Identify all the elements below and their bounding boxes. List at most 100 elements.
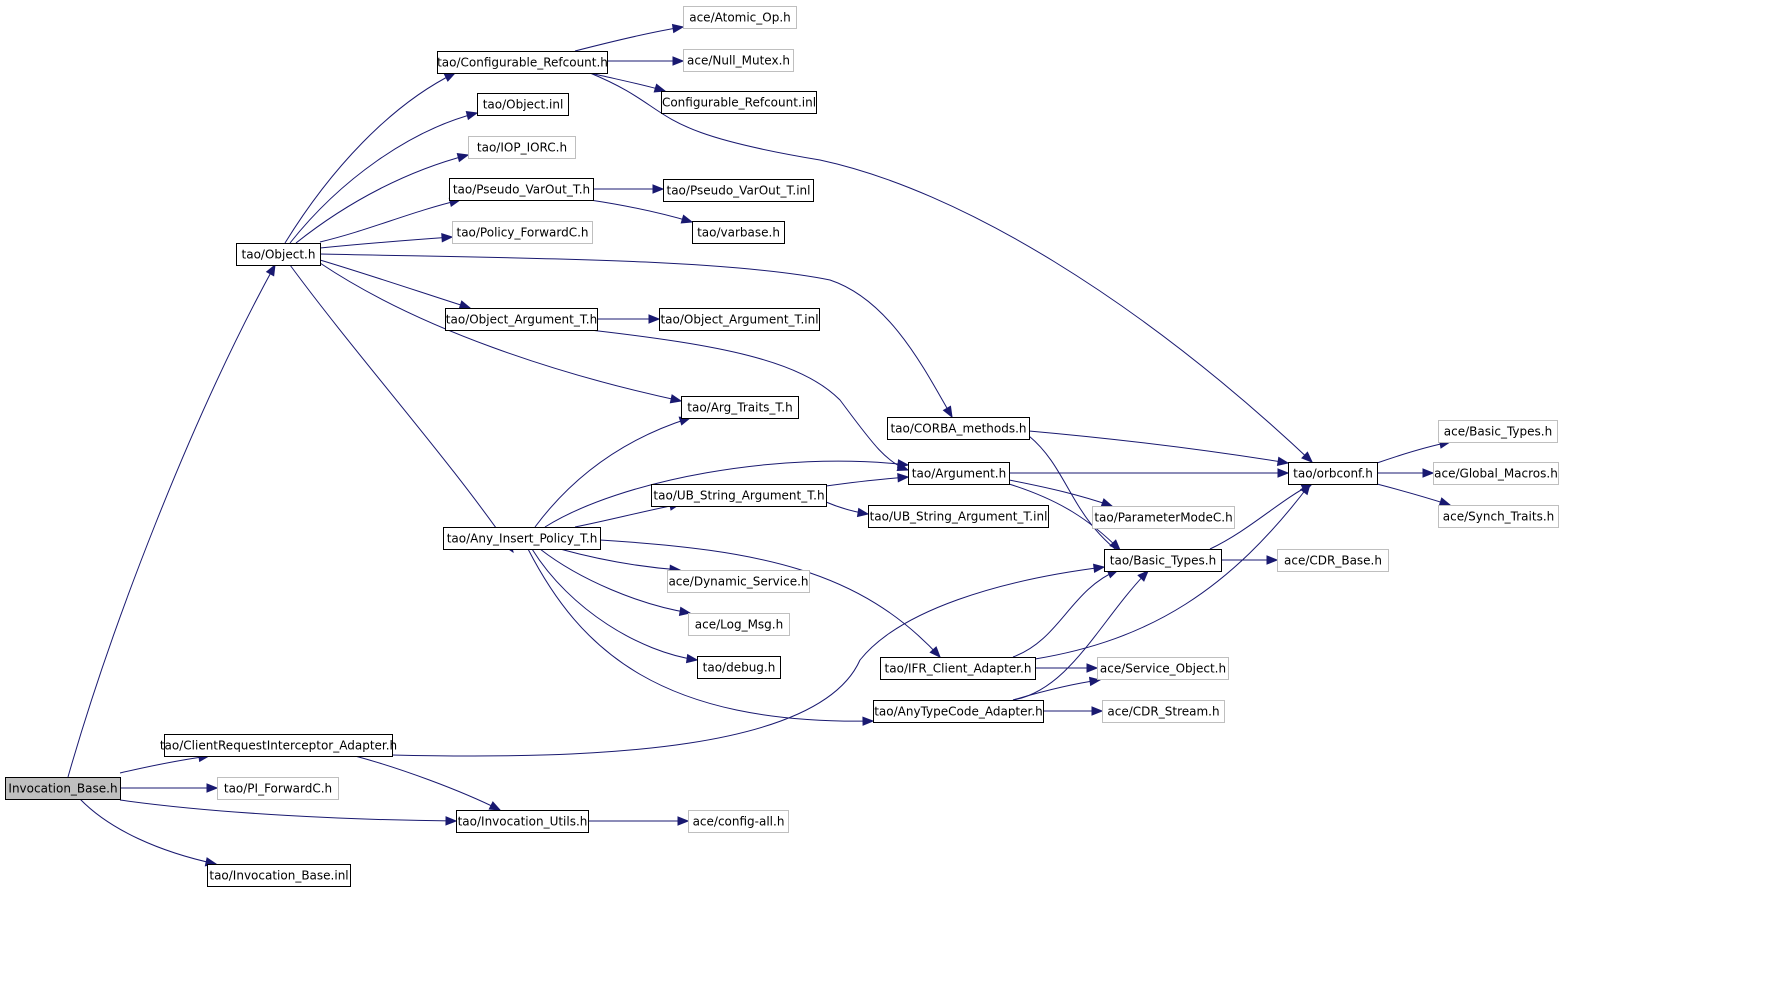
node-configurable_refcount_inl[interactable]: Configurable_Refcount.inl bbox=[661, 91, 817, 114]
node-object_inl[interactable]: tao/Object.inl bbox=[477, 93, 569, 116]
node-debug_h[interactable]: tao/debug.h bbox=[697, 656, 781, 679]
node-anytypecode_adapter_h[interactable]: tao/AnyTypeCode_Adapter.h bbox=[873, 700, 1044, 723]
edge-any_insert_policy_t_h-to-arg_traits_t_h bbox=[534, 416, 692, 528]
node-box[interactable] bbox=[443, 527, 601, 550]
arrow-head bbox=[265, 263, 276, 277]
node-box[interactable] bbox=[659, 308, 820, 331]
node-cdr_stream_h[interactable]: ace/CDR_Stream.h bbox=[1102, 700, 1225, 723]
node-box[interactable] bbox=[697, 656, 781, 679]
node-box[interactable] bbox=[164, 734, 393, 757]
node-box[interactable] bbox=[1288, 462, 1378, 485]
node-varbase_h[interactable]: tao/varbase.h bbox=[692, 221, 785, 244]
node-box[interactable] bbox=[477, 93, 569, 116]
node-argument_h[interactable]: tao/Argument.h bbox=[908, 462, 1010, 485]
edge-line bbox=[534, 417, 691, 528]
node-ifr_client_adapter_h[interactable]: tao/IFR_Client_Adapter.h bbox=[880, 657, 1036, 680]
edge-line bbox=[1012, 570, 1149, 701]
node-box[interactable] bbox=[468, 136, 576, 159]
edge-anytypecode_adapter_h-to-service_object_h bbox=[1012, 676, 1102, 701]
node-box[interactable] bbox=[1097, 657, 1229, 680]
edge-line bbox=[589, 329, 909, 471]
node-policy_forwardc_h[interactable]: tao/Policy_ForwardC.h bbox=[452, 221, 593, 244]
node-box[interactable] bbox=[868, 505, 1049, 528]
node-configurable_refcount_h[interactable]: tao/Configurable_Refcount.h bbox=[437, 51, 608, 74]
node-box[interactable] bbox=[1092, 506, 1235, 529]
node-box[interactable] bbox=[667, 570, 810, 593]
node-box[interactable] bbox=[1438, 505, 1559, 528]
node-any_insert_policy_t_h[interactable]: tao/Any_Insert_Policy_T.h bbox=[443, 527, 601, 550]
arrow-head bbox=[1266, 555, 1279, 565]
node-iop_iorc_h[interactable]: tao/IOP_IORC.h bbox=[468, 136, 576, 159]
node-label: tao/Basic_Types.h bbox=[1110, 554, 1216, 568]
node-pseudo_varout_t_h[interactable]: tao/Pseudo_VarOut_T.h bbox=[449, 178, 594, 201]
node-atomic_op_h[interactable]: ace/Atomic_Op.h bbox=[683, 6, 797, 29]
node-corba_methods_h[interactable]: tao/CORBA_methods.h bbox=[887, 417, 1030, 440]
node-synch_traits_h[interactable]: ace/Synch_Traits.h bbox=[1438, 505, 1559, 528]
node-log_msg_h[interactable]: ace/Log_Msg.h bbox=[688, 613, 790, 636]
edge-object_h-to-object_inl bbox=[289, 110, 479, 244]
node-box[interactable] bbox=[452, 221, 593, 244]
node-global_macros_h[interactable]: ace/Global_Macros.h bbox=[1433, 462, 1559, 485]
node-box[interactable] bbox=[908, 462, 1010, 485]
edge-configurable_refcount_h-to-configurable_refcount_inl bbox=[589, 72, 667, 93]
node-cdr_base_h[interactable]: ace/CDR_Base.h bbox=[1277, 549, 1389, 572]
node-config_all_h[interactable]: ace/config-all.h bbox=[688, 810, 789, 833]
node-parametermodec_h[interactable]: tao/ParameterModeC.h bbox=[1092, 506, 1235, 529]
node-box[interactable] bbox=[5, 777, 121, 800]
node-box[interactable] bbox=[683, 49, 794, 72]
node-pi_forwardc_h[interactable]: tao/PI_ForwardC.h bbox=[217, 777, 339, 800]
arrow-head bbox=[488, 801, 502, 811]
node-box[interactable] bbox=[1433, 462, 1559, 485]
node-box[interactable] bbox=[688, 613, 790, 636]
node-box[interactable] bbox=[873, 700, 1044, 723]
edge-line bbox=[319, 262, 682, 402]
edge-line bbox=[559, 548, 681, 571]
edge-line bbox=[1034, 483, 1311, 660]
edge-line bbox=[1376, 483, 1451, 506]
node-box[interactable] bbox=[683, 6, 797, 29]
node-box[interactable] bbox=[1438, 420, 1558, 443]
node-label: tao/ClientRequestInterceptor_Adapter.h bbox=[160, 739, 397, 753]
node-box[interactable] bbox=[456, 810, 589, 833]
node-label: tao/UB_String_Argument_T.inl bbox=[870, 510, 1048, 524]
node-object_argument_t_h[interactable]: tao/Object_Argument_T.h bbox=[445, 308, 598, 331]
node-tao_basic_types_h[interactable]: tao/Basic_Types.h bbox=[1104, 549, 1222, 572]
node-ub_string_argument_t_h[interactable]: tao/UB_String_Argument_T.h bbox=[651, 484, 827, 507]
node-box[interactable] bbox=[1102, 700, 1225, 723]
node-box[interactable] bbox=[207, 864, 351, 887]
node-object_argument_t_inl[interactable]: tao/Object_Argument_T.inl bbox=[659, 308, 820, 331]
node-invocation_utils_h[interactable]: tao/Invocation_Utils.h bbox=[456, 810, 589, 833]
node-box[interactable] bbox=[1104, 549, 1222, 572]
node-clientrequestinterceptor_adapter_h[interactable]: tao/ClientRequestInterceptor_Adapter.h bbox=[160, 734, 397, 757]
node-dynamic_service_h[interactable]: ace/Dynamic_Service.h bbox=[667, 570, 810, 593]
node-box[interactable] bbox=[887, 417, 1030, 440]
node-box[interactable] bbox=[688, 810, 789, 833]
node-box[interactable] bbox=[437, 51, 608, 74]
node-label: tao/Pseudo_VarOut_T.inl bbox=[667, 184, 811, 198]
node-orbconf_h[interactable]: tao/orbconf.h bbox=[1288, 462, 1378, 485]
node-service_object_h[interactable]: ace/Service_Object.h bbox=[1097, 657, 1229, 680]
node-box[interactable] bbox=[217, 777, 339, 800]
node-box[interactable] bbox=[651, 484, 827, 507]
node-box[interactable] bbox=[692, 221, 785, 244]
node-invocation_base[interactable]: Invocation_Base.h bbox=[5, 777, 121, 800]
node-ub_string_argument_t_inl[interactable]: tao/UB_String_Argument_T.inl bbox=[868, 505, 1049, 528]
node-box[interactable] bbox=[880, 657, 1036, 680]
node-box[interactable] bbox=[445, 308, 598, 331]
edge-object_h-to-object_argument_t_h bbox=[319, 259, 472, 310]
edge-invocation_base-to-pi_forwardc_h bbox=[120, 783, 219, 793]
node-box[interactable] bbox=[1277, 549, 1389, 572]
node-box[interactable] bbox=[449, 178, 594, 201]
node-object_h[interactable]: tao/Object.h bbox=[236, 243, 321, 266]
node-arg_traits_t_h[interactable]: tao/Arg_Traits_T.h bbox=[681, 396, 799, 419]
node-pseudo_varout_t_inl[interactable]: tao/Pseudo_VarOut_T.inl bbox=[663, 179, 814, 202]
arrow-head bbox=[1109, 539, 1121, 551]
node-null_mutex_h[interactable]: ace/Null_Mutex.h bbox=[683, 49, 794, 72]
node-invocation_base_inl[interactable]: tao/Invocation_Base.inl bbox=[207, 864, 351, 887]
node-box[interactable] bbox=[663, 179, 814, 202]
node-ace_basic_types_h[interactable]: ace/Basic_Types.h bbox=[1438, 420, 1558, 443]
node-box[interactable] bbox=[236, 243, 321, 266]
node-box[interactable] bbox=[681, 396, 799, 419]
node-box[interactable] bbox=[661, 91, 817, 114]
arrow-head bbox=[669, 394, 683, 404]
